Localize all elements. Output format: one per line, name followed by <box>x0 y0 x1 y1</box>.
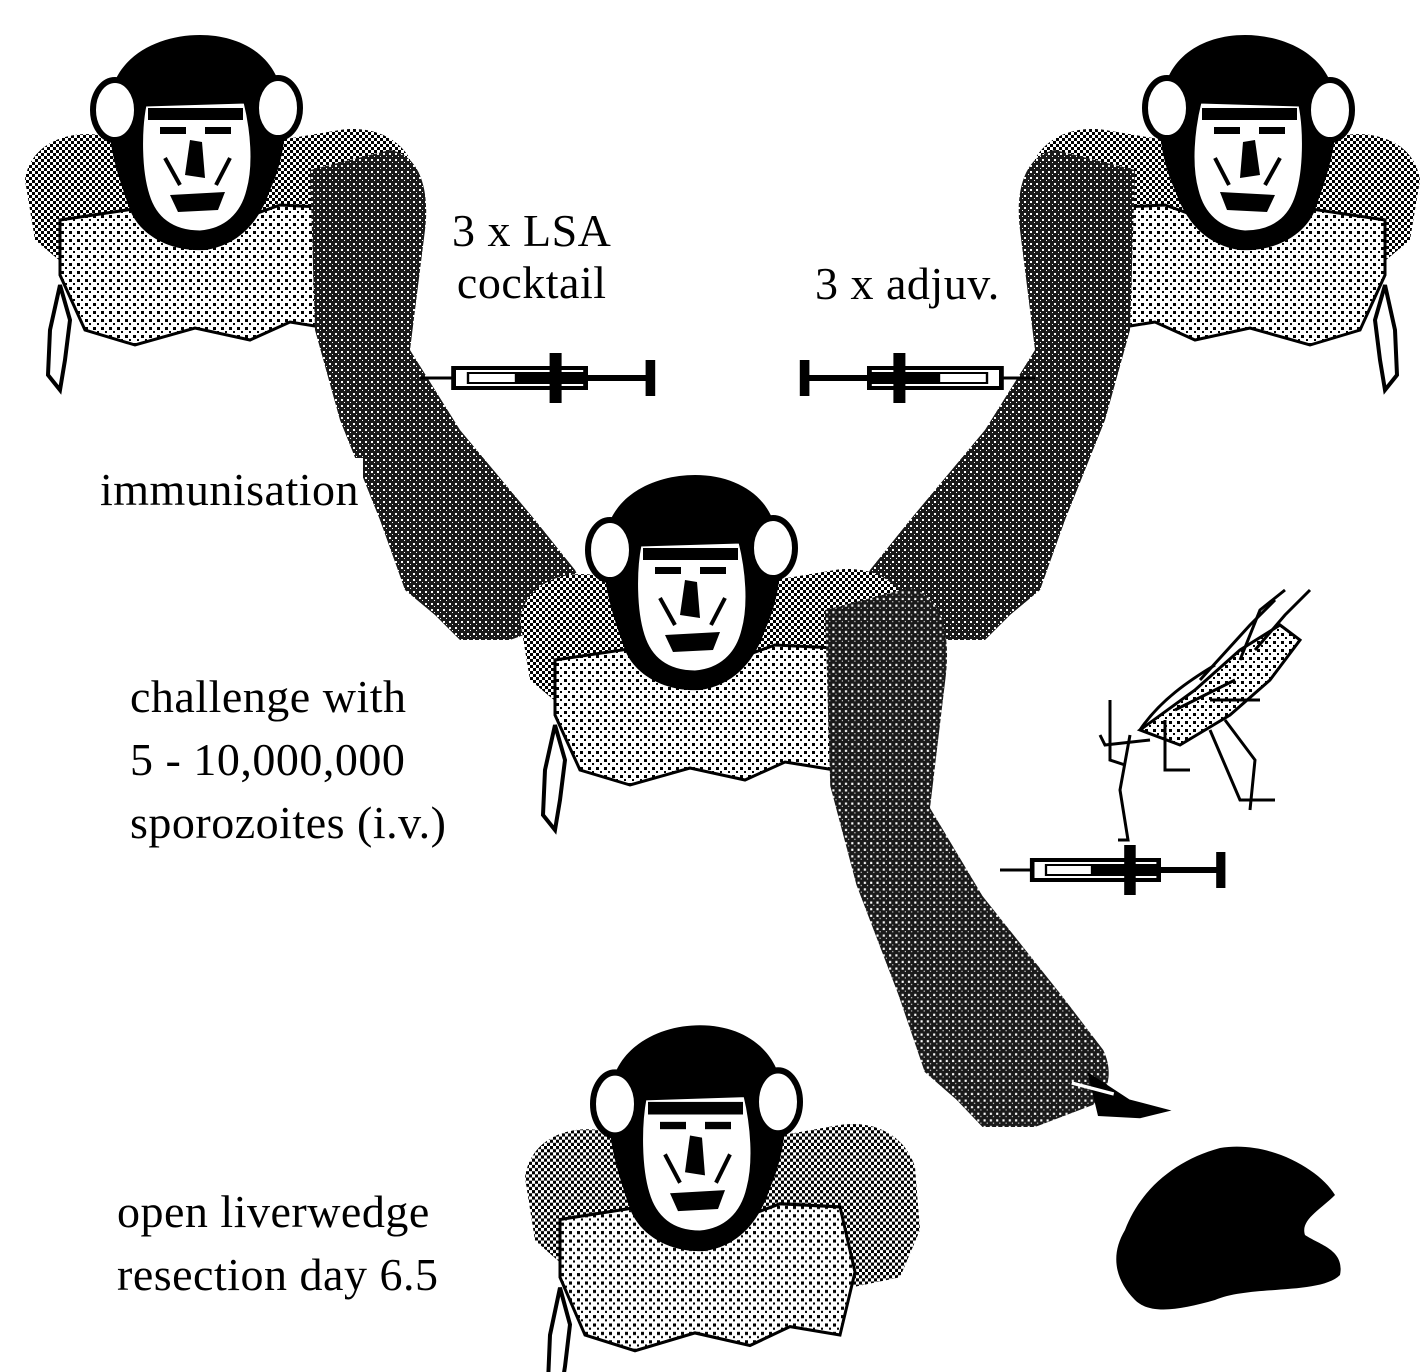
label-resection-line1: open liverwedge <box>117 1186 430 1237</box>
label-challenge-line3: sporozoites (i.v.) <box>130 797 447 848</box>
chimp-lsa-group <box>25 35 642 642</box>
mosquito-icon <box>1098 588 1312 842</box>
label-adjuvant: 3 x adjuv. <box>815 254 1000 314</box>
syringe-icon <box>800 353 1035 403</box>
label-resection: open liverwedge resection day 6.5 <box>117 1180 438 1306</box>
label-lsa-line2: cocktail <box>456 257 607 308</box>
chimp-resection-group <box>525 1025 920 1372</box>
chimp-adjuvant-group <box>803 35 1420 642</box>
chimp-arm <box>803 148 1137 642</box>
label-challenge: challenge with 5 - 10,000,000 sporozoite… <box>130 665 446 854</box>
chimp-challenge-group <box>520 475 1174 1129</box>
label-lsa-line1: 3 x LSA <box>452 205 612 256</box>
chimp-arm <box>823 586 1174 1129</box>
chimp-icon <box>525 1025 920 1372</box>
label-resection-line2: resection day 6.5 <box>117 1249 439 1300</box>
label-immunisation: immunisation <box>100 458 363 521</box>
label-lsa-cocktail: 3 x LSA cocktail <box>452 205 611 309</box>
syringe-icon <box>420 353 655 403</box>
label-challenge-line1: challenge with <box>130 671 407 722</box>
syringe-icon <box>1000 845 1225 895</box>
liver-tissue-icon <box>1116 1146 1341 1310</box>
label-challenge-line2: 5 - 10,000,000 <box>130 734 406 785</box>
